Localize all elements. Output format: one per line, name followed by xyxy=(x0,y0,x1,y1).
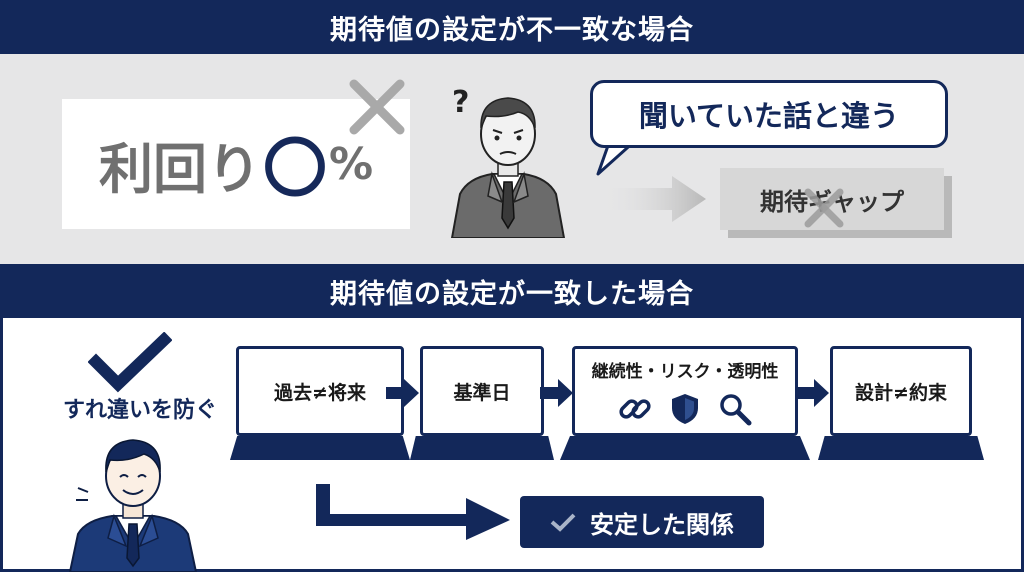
arrow-right-icon xyxy=(600,176,706,222)
arrow-to-result-icon xyxy=(316,484,510,540)
laptop-base xyxy=(230,436,410,460)
step-base-date: 基準日 xyxy=(410,346,554,470)
link-icon xyxy=(619,398,651,419)
question-mark: ? xyxy=(452,85,469,120)
yield-label: 利回り xyxy=(98,137,261,201)
arrow-right-icon xyxy=(796,379,829,407)
checkmark-icon xyxy=(88,332,172,393)
step-label: 過去≠将来 xyxy=(274,381,366,404)
cross-icon xyxy=(349,79,405,135)
arrow-right-icon xyxy=(540,379,573,407)
step-label: 基準日 xyxy=(453,381,511,404)
step-label: 設計≠約束 xyxy=(855,381,947,404)
step-past-vs-future: 過去≠将来 xyxy=(230,346,410,470)
arrow-right-icon xyxy=(386,379,419,407)
mismatch-header: 期待値の設定が不一致な場合 xyxy=(0,0,1024,54)
match-header: 期待値の設定が一致した場合 xyxy=(0,264,1024,318)
cross-icon xyxy=(804,188,844,228)
yield-card: 利回り 〇 % xyxy=(62,99,410,229)
speech-bubble: 聞いていた話と違う xyxy=(590,80,948,148)
laptop-screen: 基準日 xyxy=(420,346,544,436)
yield-blank-circle: 〇 xyxy=(262,133,327,207)
laptop-screen: 設計≠約束 xyxy=(830,346,972,436)
magnifier-icon xyxy=(720,393,752,425)
laptop-screen: 継続性・リスク・透明性 xyxy=(572,346,798,436)
stable-relationship-label: 安定した関係 xyxy=(590,510,734,539)
laptop-base xyxy=(560,436,810,460)
smiling-person-icon xyxy=(68,439,198,572)
speech-bubble-text: 聞いていた話と違う xyxy=(638,99,900,133)
step-label: 継続性・リスク・透明性 xyxy=(591,361,779,382)
confused-person-icon: ? xyxy=(450,85,566,238)
laptop-base xyxy=(818,436,984,460)
step-continuity-risk-transparency: 継続性・リスク・透明性 xyxy=(560,346,810,470)
laptop-base xyxy=(410,436,554,460)
yield-percent: % xyxy=(328,138,374,190)
checkmark-icon xyxy=(550,513,576,532)
laptop-screen: 過去≠将来 xyxy=(236,346,404,436)
prevent-mismatch-label: すれ違いを防ぐ xyxy=(62,398,217,423)
step-design-not-promise: 設計≠約束 xyxy=(818,346,984,470)
shield-icon xyxy=(672,393,698,424)
stable-relationship-box: 安定した関係 xyxy=(520,496,764,548)
